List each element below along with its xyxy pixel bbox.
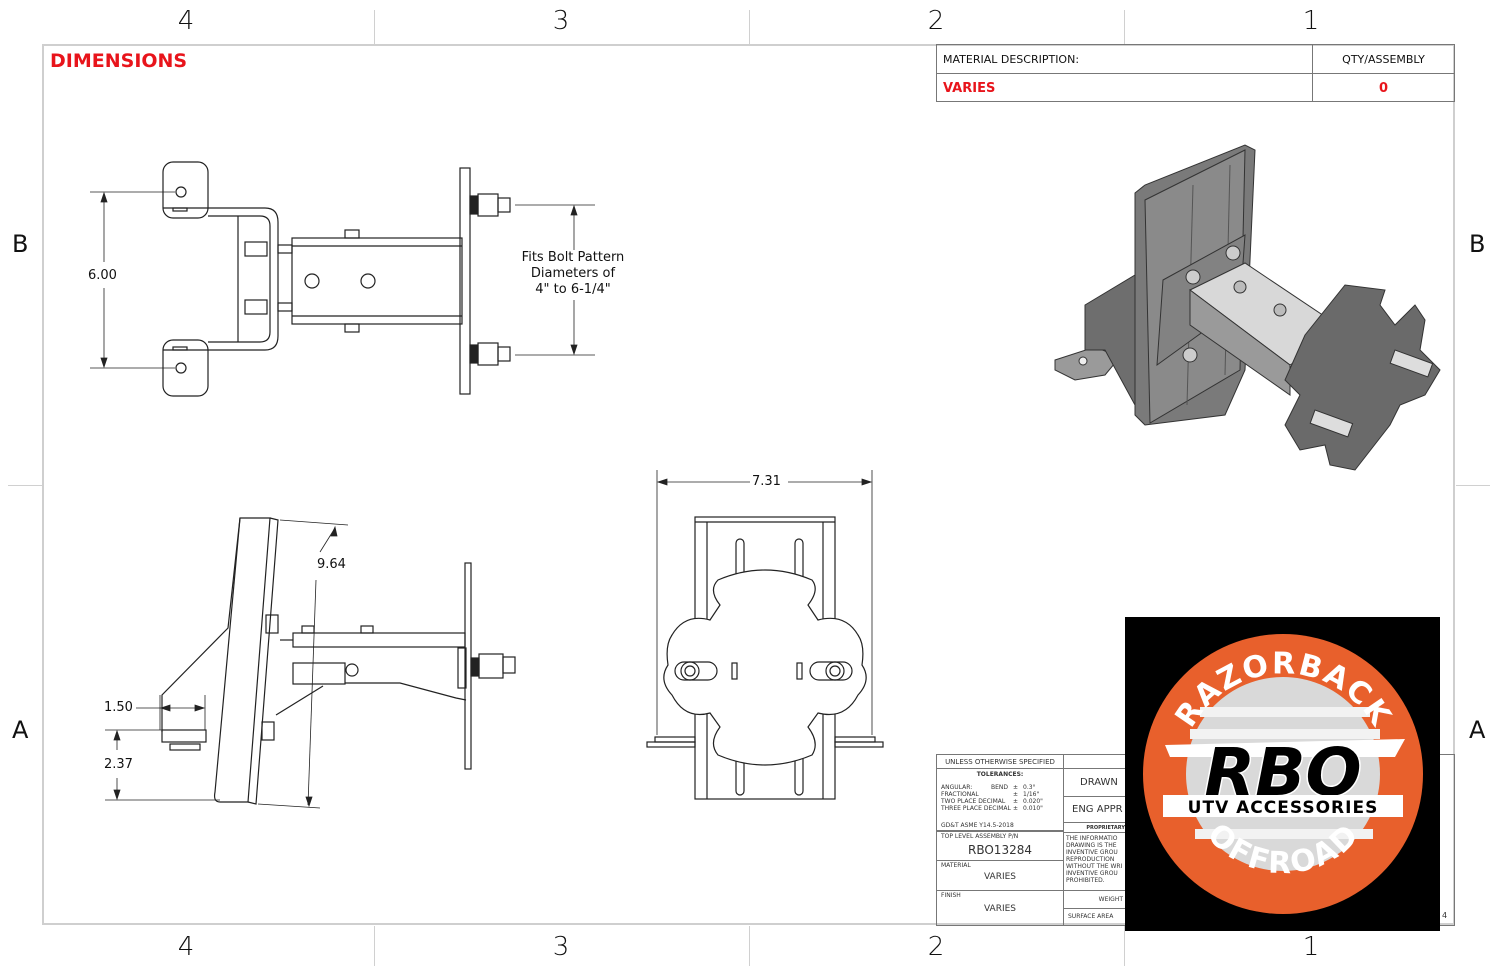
tol-row-two-place: TWO PLACE DECIMAL ± 0.020" xyxy=(941,798,1059,805)
unless-specified-label: UNLESS OTHERWISE SPECIFIED xyxy=(937,755,1064,769)
zone-letter-right-a: A xyxy=(1469,716,1486,744)
material-value: VARIES xyxy=(983,872,1017,882)
tol-label: TWO PLACE DECIMAL xyxy=(941,798,1006,805)
drawing-frame xyxy=(42,44,1455,925)
drawn-label: DRAWN xyxy=(1064,769,1126,797)
tolerances-label: TOLERANCES: xyxy=(976,771,1024,778)
weight-label: WEIGHT xyxy=(1064,891,1126,909)
proprietary-label: PROPRIETARY xyxy=(1064,823,1126,833)
eng-appr-label: ENG APPR xyxy=(1064,797,1126,823)
tol-row-three-place: THREE PLACE DECIMAL ± 0.010" xyxy=(941,805,1059,812)
finish-label: FINISH xyxy=(941,892,961,899)
bolt-pattern-note-line3: 4" to 6-1/4" xyxy=(535,282,611,297)
zone-divider xyxy=(374,10,375,44)
bolt-pattern-note-line2: Diameters of xyxy=(530,266,616,281)
isometric-view-render xyxy=(1054,144,1441,471)
zone-number-bottom-1: 1 xyxy=(1302,932,1320,962)
dimension-7-31: 7.31 xyxy=(752,474,781,489)
zone-divider xyxy=(749,10,750,44)
tol-pm: ± xyxy=(1013,784,1019,791)
material-cell: MATERIAL VARIES xyxy=(937,861,1064,891)
gdt-standard: GD&T ASME Y14.5-2018 xyxy=(937,821,1064,831)
side-view-drawing xyxy=(105,517,516,809)
tol-value: 0.3° xyxy=(1023,784,1036,791)
dimension-9-64: 9.64 xyxy=(317,557,346,572)
zone-divider xyxy=(1456,485,1490,486)
tol-label: FRACTIONAL xyxy=(941,791,979,798)
tolerances-block: TOLERANCES: ANGULAR: BEND ± 0.3° FRACTIO… xyxy=(937,769,1064,831)
zone-divider xyxy=(8,485,42,486)
zone-letter-right-b: B xyxy=(1469,230,1486,258)
zone-divider xyxy=(1124,10,1125,44)
dimension-2-37: 2.37 xyxy=(104,757,133,772)
zone-number-bottom-3: 3 xyxy=(552,932,570,962)
rbo-logo: RAZORBACK OFFROAD RBO UTV ACCESSORIES xyxy=(1125,617,1440,931)
tol-value: 1/16" xyxy=(1023,791,1040,798)
tol-label: ANGULAR: xyxy=(941,784,973,791)
logo-sub-text: UTV ACCESSORIES xyxy=(1188,798,1379,818)
material-description-value: VARIES xyxy=(937,74,1313,102)
tol-value: 0.020" xyxy=(1023,798,1043,805)
zone-letter-left-a: A xyxy=(12,716,29,744)
zone-number-bottom-2: 2 xyxy=(927,932,945,962)
rbo-logo-graphic: RAZORBACK OFFROAD RBO UTV ACCESSORIES xyxy=(1143,634,1423,914)
top-view-drawing xyxy=(90,161,595,397)
tol-label: THREE PLACE DECIMAL xyxy=(941,805,1011,812)
blank-cell xyxy=(1064,755,1126,769)
dimension-6-00: 6.00 xyxy=(88,268,117,283)
surface-area-label: SURFACE AREA xyxy=(1064,909,1126,925)
tol-pm: ± xyxy=(1013,798,1019,805)
top-level-value: RBO13284 xyxy=(968,843,1032,857)
material-description-header: MATERIAL DESCRIPTION: xyxy=(937,45,1313,73)
zone-number-top-3: 3 xyxy=(552,6,570,36)
finish-value: VARIES xyxy=(983,904,1017,914)
zone-divider xyxy=(374,926,375,966)
material-description-table: MATERIAL DESCRIPTION: QTY/ASSEMBLY VARIE… xyxy=(936,44,1455,102)
qty-assembly-header: QTY/ASSEMBLY xyxy=(1342,52,1425,66)
front-view-drawing xyxy=(646,470,884,800)
tol-value: 0.010" xyxy=(1023,805,1043,812)
zone-number-top-2: 2 xyxy=(927,6,945,36)
finish-cell: FINISH VARIES xyxy=(937,891,1064,925)
dimension-1-50: 1.50 xyxy=(104,700,133,715)
zone-number-top-4: 4 xyxy=(177,6,195,36)
bolt-pattern-note: Fits Bolt Pattern Diameters of 4" to 6-1… xyxy=(508,250,638,298)
zone-number-top-1: 1 xyxy=(1302,6,1320,36)
zone-divider xyxy=(1124,926,1125,966)
sheet-title: DIMENSIONS xyxy=(50,50,188,72)
tol-extra: BEND xyxy=(991,784,1009,791)
tol-pm: ± xyxy=(1013,805,1019,812)
proprietary-text: THE INFORMATIO DRAWING IS THE INVENTIVE … xyxy=(1064,833,1126,891)
tol-row-angular: ANGULAR: BEND ± 0.3° xyxy=(941,784,1059,791)
tol-row-fractional: FRACTIONAL ± 1/16" xyxy=(941,791,1059,798)
sheet-number-fragment: 4 xyxy=(1442,911,1448,920)
zone-letter-left-b: B xyxy=(12,230,29,258)
top-level-label: TOP LEVEL ASSEMBLY P/N xyxy=(941,833,1019,840)
top-level-assembly-cell: TOP LEVEL ASSEMBLY P/N RBO13284 xyxy=(937,831,1064,861)
bolt-pattern-note-line1: Fits Bolt Pattern xyxy=(521,250,625,265)
tol-pm: ± xyxy=(1013,791,1019,798)
material-label: MATERIAL xyxy=(941,862,971,869)
qty-assembly-value: 0 xyxy=(1378,80,1389,96)
zone-divider xyxy=(749,926,750,966)
zone-number-bottom-4: 4 xyxy=(177,932,195,962)
